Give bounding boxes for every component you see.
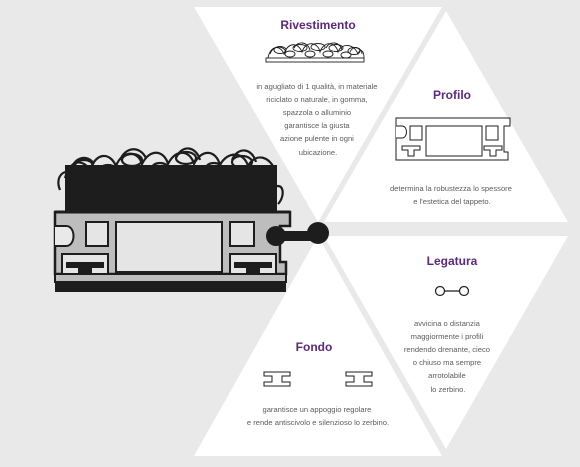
link-connector — [266, 222, 329, 246]
scrub-coating-icon — [265, 42, 365, 63]
mat-cross-section-illustration — [53, 147, 329, 292]
aluminium-profile-icon — [395, 117, 511, 161]
panel-fondo — [194, 236, 442, 456]
fondo-desc: garantisce un appoggio regolare e rende … — [247, 405, 389, 427]
legatura-desc: avvicina o distanzia maggiormente i prof… — [404, 319, 492, 394]
rubber-base-strip — [55, 282, 286, 292]
profile-chamber-center — [115, 221, 223, 273]
profile-chamber-left — [85, 221, 109, 247]
profilo-title: Profilo — [433, 88, 471, 102]
rivestimento-desc: in agugliato di 1 qualità, in materiale … — [256, 82, 379, 157]
rubber-base-icon — [263, 371, 373, 387]
fondo-title: Fondo — [296, 340, 333, 354]
rivestimento-title: Rivestimento — [280, 18, 355, 32]
panel-rivestimento — [194, 7, 442, 222]
rubber-foot-left — [66, 262, 104, 276]
link-connector-icon — [434, 285, 470, 297]
panel-legatura — [324, 236, 568, 449]
panel-profilo — [324, 11, 568, 222]
rubber-foot-right — [234, 262, 272, 276]
profile-chamber-right — [229, 221, 255, 247]
profile-left-notch — [55, 225, 75, 247]
legatura-title: Legatura — [427, 254, 478, 268]
profilo-desc: determina la robustezza lo spessore e l'… — [390, 184, 514, 206]
bristle-mass — [57, 147, 284, 217]
